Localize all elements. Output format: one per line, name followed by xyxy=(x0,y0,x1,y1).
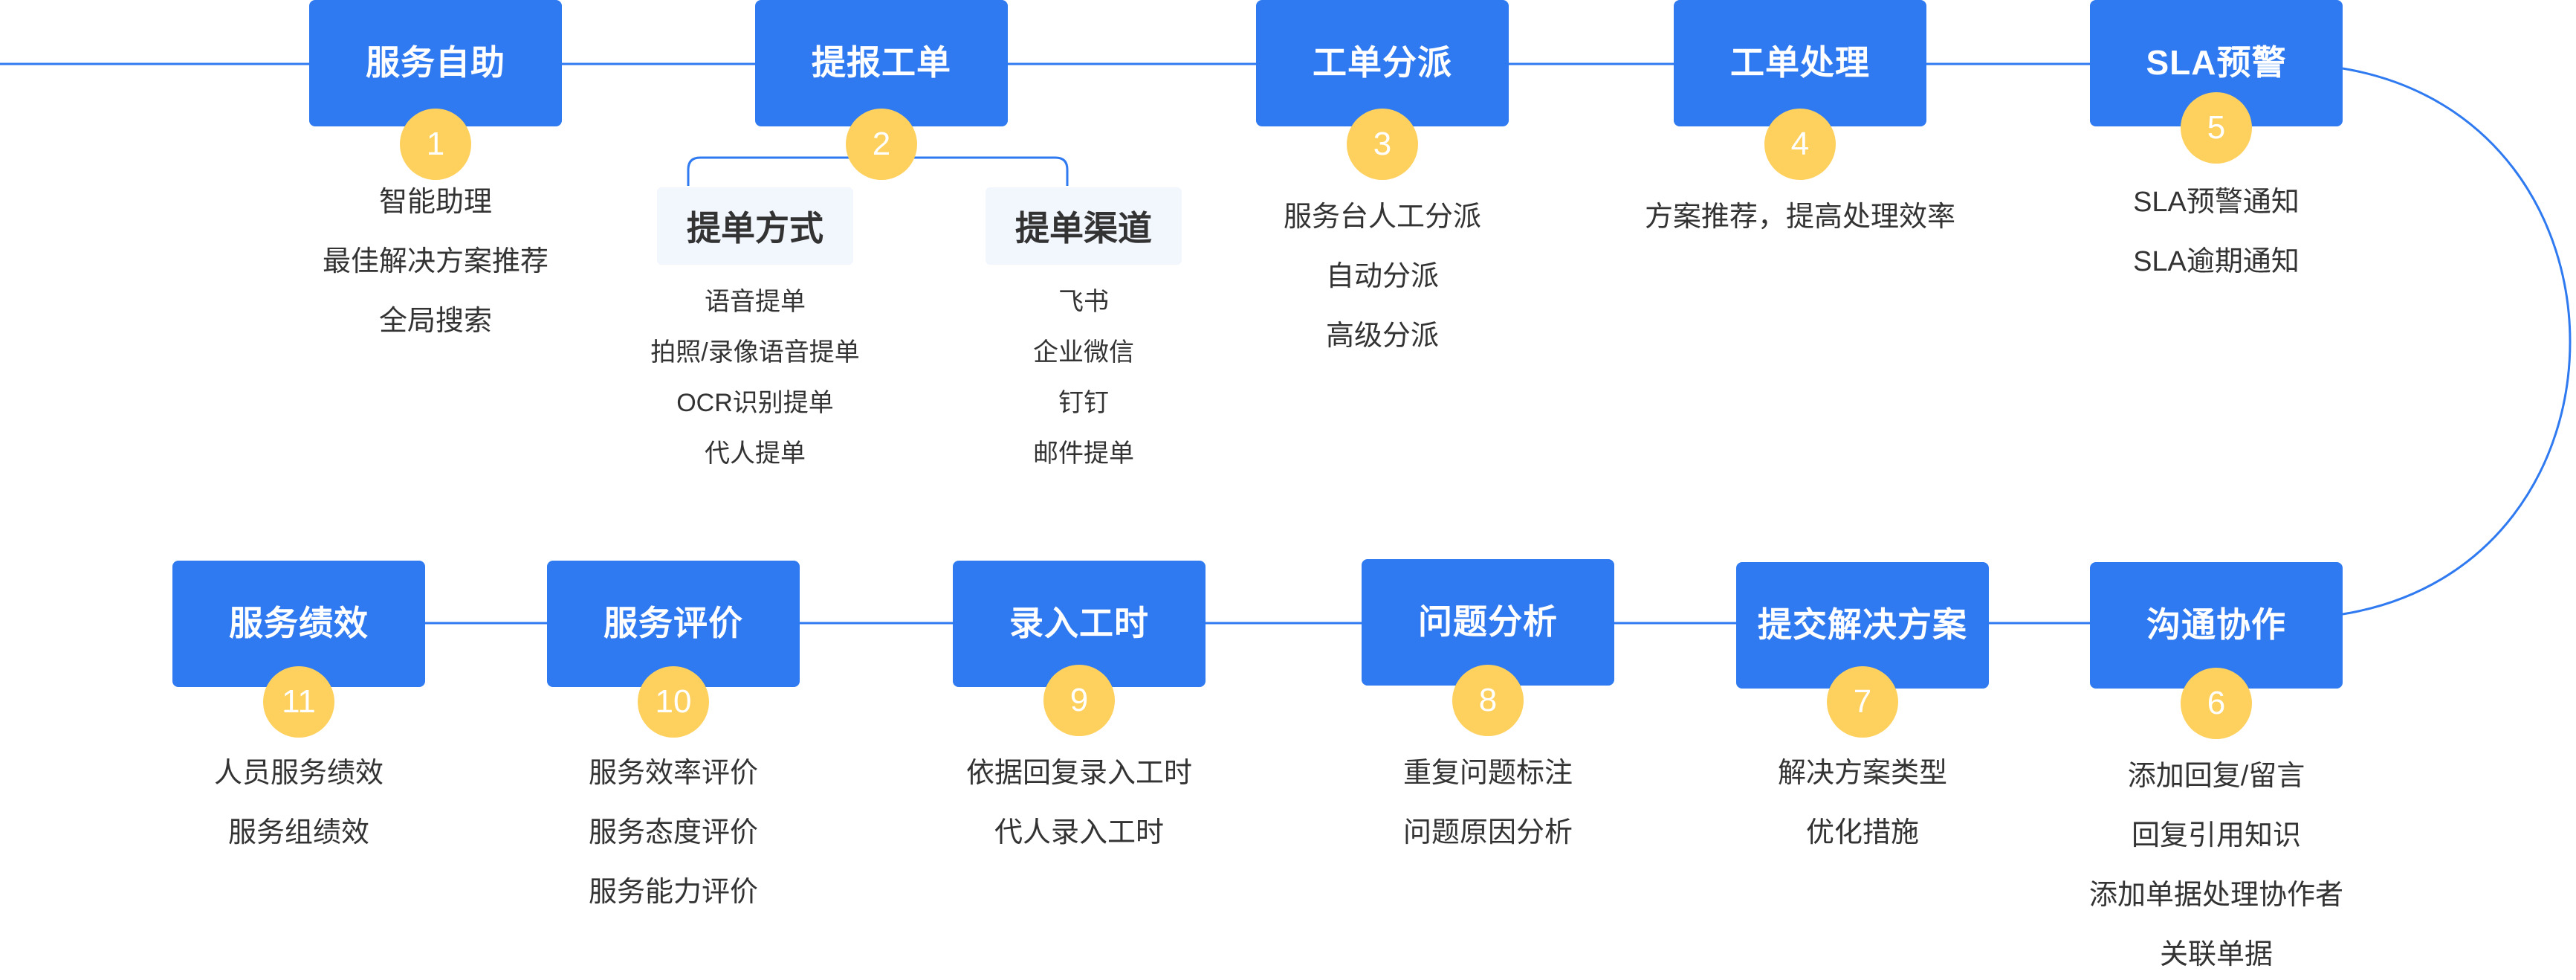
step-1-description: 智能助理 最佳解决方案推荐 全局搜索 xyxy=(242,173,629,351)
step-9-item: 依据回复录入工时 xyxy=(965,758,1192,789)
step-8-item: 重复问题标注 xyxy=(1402,758,1573,789)
step-5-number-badge: 5 xyxy=(2181,92,2252,164)
submission-channel-item: 邮件提单 xyxy=(1033,439,1134,468)
step-6-item: 关联单据 xyxy=(2159,939,2273,970)
step-5-item: SLA预警通知 xyxy=(2133,187,2300,218)
step-10-box: 服务评价 xyxy=(547,561,800,687)
step-10-title: 服务评价 xyxy=(603,604,743,642)
step-9-item: 代人录入工时 xyxy=(994,817,1164,848)
step-3-description: 服务台人工分派 自动分派 高级分派 xyxy=(1189,187,1576,366)
step-7-number-badge: 7 xyxy=(1827,666,1898,738)
submission-method-item: 代人提单 xyxy=(705,439,806,468)
step-7-item: 优化措施 xyxy=(1805,817,1919,848)
step-6-item: 回复引用知识 xyxy=(2131,820,2301,851)
step-1-item: 智能助理 xyxy=(378,187,492,218)
step-10-description: 服务效率评价 服务态度评价 服务能力评价 xyxy=(480,744,867,922)
step-11-title: 服务绩效 xyxy=(229,604,369,642)
submission-method-item: OCR识别提单 xyxy=(676,389,834,417)
step-8-item: 问题原因分析 xyxy=(1402,817,1573,848)
step-7-description: 解决方案类型 优化措施 xyxy=(1669,744,2056,863)
step-4-box: 工单处理 xyxy=(1674,0,1926,126)
submission-method-item: 语音提单 xyxy=(705,288,806,316)
step-5-description: SLA预警通知 SLA逾期通知 xyxy=(2023,173,2410,291)
submission-method-item: 拍照/录像语音提单 xyxy=(650,338,860,367)
step-4-description: 方案推荐，提高处理效率 xyxy=(1607,187,1993,247)
step-3-number-badge: 3 xyxy=(1347,109,1418,180)
step-1-item: 最佳解决方案推荐 xyxy=(322,246,548,277)
step-6-item: 添加单据处理协作者 xyxy=(2088,880,2343,911)
step-11-description: 人员服务绩效 服务组绩效 xyxy=(106,744,492,863)
submission-channel-item: 企业微信 xyxy=(1033,338,1134,367)
step-6-number-badge: 6 xyxy=(2181,668,2252,739)
step-6-item: 添加回复/留言 xyxy=(2127,761,2305,792)
step-3-box: 工单分派 xyxy=(1256,0,1509,126)
step-9-title: 录入工时 xyxy=(1009,604,1149,642)
submission-channel-item: 飞书 xyxy=(1058,288,1109,316)
step-5-title: SLA预警 xyxy=(2146,43,2287,82)
step-4-number-badge: 4 xyxy=(1764,109,1836,180)
step-7-title: 提交解决方案 xyxy=(1758,605,1967,644)
submission-channels-list: 飞书 企业微信 钉钉 邮件提单 xyxy=(928,277,1240,479)
submission-methods-title: 提单方式 xyxy=(657,187,853,265)
step-7-item: 解决方案类型 xyxy=(1777,758,1947,789)
step-2-number-badge: 2 xyxy=(846,109,917,180)
step-11-item: 人员服务绩效 xyxy=(213,758,384,789)
step-11-box: 服务绩效 xyxy=(172,561,425,687)
step-8-title: 问题分析 xyxy=(1418,602,1558,641)
step-8-number-badge: 8 xyxy=(1452,665,1524,736)
step-11-number-badge: 11 xyxy=(263,666,334,738)
step-10-item: 服务态度评价 xyxy=(588,817,758,848)
step-6-box: 沟通协作 xyxy=(2090,562,2343,689)
step-2-title: 提报工单 xyxy=(812,43,951,82)
step-3-item: 高级分派 xyxy=(1325,320,1439,352)
step-6-title: 沟通协作 xyxy=(2146,605,2286,644)
step-3-title: 工单分派 xyxy=(1313,43,1452,82)
step-8-description: 重复问题标注 问题原因分析 xyxy=(1295,744,1681,863)
step-11-item: 服务组绩效 xyxy=(227,817,369,848)
step-1-item: 全局搜索 xyxy=(378,306,492,337)
step-3-item: 自动分派 xyxy=(1325,261,1439,292)
step-10-item: 服务能力评价 xyxy=(588,877,758,908)
submission-channel-item: 钉钉 xyxy=(1058,389,1109,417)
step-9-description: 依据回复录入工时 代人录入工时 xyxy=(886,744,1272,863)
step-6-description: 添加回复/留言 回复引用知识 添加单据处理协作者 关联单据 xyxy=(2023,747,2410,980)
step-4-title: 工单处理 xyxy=(1730,43,1870,82)
step-10-number-badge: 10 xyxy=(638,666,709,738)
step-5-item: SLA逾期通知 xyxy=(2133,246,2300,277)
step-9-number-badge: 9 xyxy=(1043,665,1115,736)
step-1-box: 服务自助 xyxy=(309,0,562,126)
step-1-number-badge: 1 xyxy=(400,109,471,180)
step-3-item: 服务台人工分派 xyxy=(1283,202,1481,233)
submission-methods-list: 语音提单 拍照/录像语音提单 OCR识别提单 代人提单 xyxy=(599,277,911,479)
step-2-box: 提报工单 xyxy=(755,0,1008,126)
step-4-item: 方案推荐，提高处理效率 xyxy=(1644,202,1955,233)
submission-channels-title: 提单渠道 xyxy=(986,187,1182,265)
connector-curve-5-to-6 xyxy=(2342,67,2572,616)
step-10-item: 服务效率评价 xyxy=(588,758,758,789)
step-1-title: 服务自助 xyxy=(366,43,505,82)
step-8-box: 问题分析 xyxy=(1362,559,1614,686)
